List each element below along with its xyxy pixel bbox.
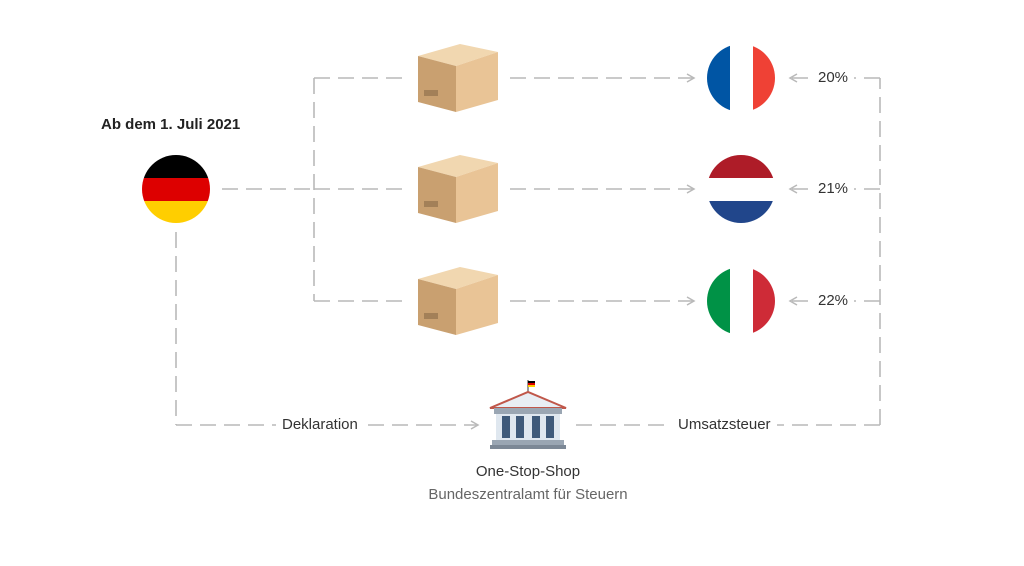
government-building-icon (489, 380, 567, 449)
germany-flag-icon (142, 155, 210, 223)
office-name: One-Stop-Shop (475, 463, 581, 480)
italy-flag-icon (707, 267, 775, 335)
page-title: Ab dem 1. Juli 2021 (101, 116, 241, 133)
package-icon (418, 44, 498, 112)
connector-lines (175, 73, 881, 430)
netherlands-flag-icon (707, 155, 775, 223)
vat-label: Umsatzsteuer (672, 416, 777, 433)
office-subtitle: Bundeszentralamt für Steuern (428, 486, 628, 503)
france-flag-icon (707, 44, 775, 112)
vat-rate-france: 20% (812, 69, 855, 86)
package-icon (418, 267, 498, 335)
declaration-label: Deklaration (276, 416, 364, 433)
package-icon (418, 155, 498, 223)
vat-rate-italy: 22% (812, 292, 855, 309)
vat-rate-netherlands: 21% (812, 180, 855, 197)
